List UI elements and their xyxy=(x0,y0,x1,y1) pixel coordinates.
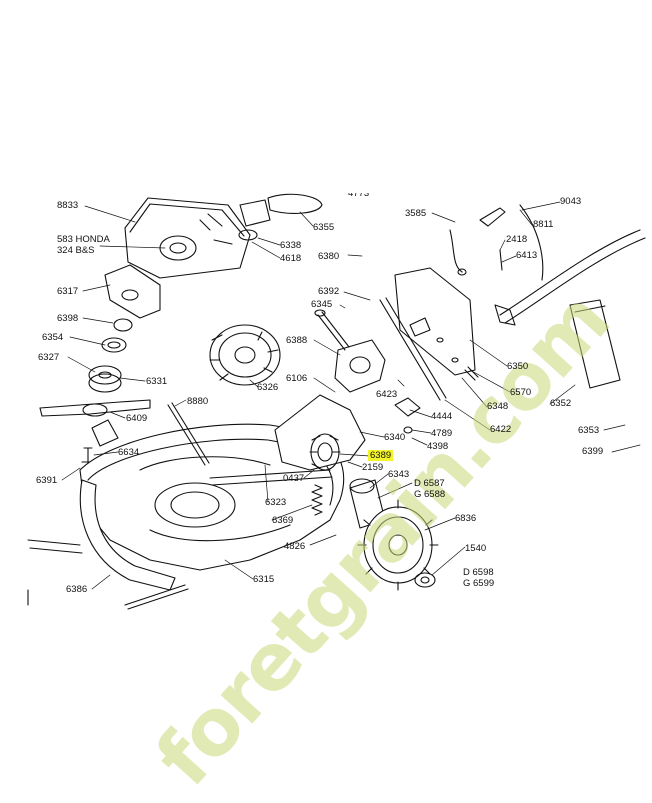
rod-6315-part xyxy=(124,584,189,610)
label-6391: 6391 xyxy=(36,475,58,486)
label-3585: 3585 xyxy=(405,208,427,219)
label-6338: 6338 xyxy=(280,240,302,251)
axle-8880-part xyxy=(167,402,210,466)
label-6106: 6106 xyxy=(286,373,308,384)
label-6369: 6369 xyxy=(272,515,294,526)
label-6317: 6317 xyxy=(57,286,79,297)
label-0437: 0437 xyxy=(283,473,305,484)
label-2418: 2418 xyxy=(506,234,528,245)
ring-6398-part xyxy=(113,318,133,332)
label-6836: 6836 xyxy=(455,513,477,524)
label-6355: 6355 xyxy=(313,222,335,233)
label-6413: 6413 xyxy=(516,250,538,261)
label-6392: 6392 xyxy=(318,286,340,297)
label-d6587: D 6587 xyxy=(414,478,445,489)
label-8880: 8880 xyxy=(187,396,209,407)
rear-flap-6386-part xyxy=(79,479,176,591)
handle-bar-part xyxy=(449,204,646,326)
label-g6588: G 6588 xyxy=(414,489,446,500)
label-4618: 4618 xyxy=(280,253,302,264)
label-2159: 2159 xyxy=(362,462,384,473)
label-6343: 6343 xyxy=(388,469,410,480)
label-6315: 6315 xyxy=(253,574,275,585)
label-6326: 6326 xyxy=(257,382,279,393)
label-4398: 4398 xyxy=(427,441,449,452)
label-6409: 6409 xyxy=(126,413,148,424)
pulley-6338-part xyxy=(238,199,271,241)
drive-assembly-part xyxy=(274,394,366,471)
label-1540: 1540 xyxy=(465,543,487,554)
label-6348: 6348 xyxy=(487,401,509,412)
label-6389-highlighted: 6389 xyxy=(368,450,394,461)
axle-shaft-part xyxy=(209,469,333,486)
label-9043: 9043 xyxy=(560,196,582,207)
label-6422: 6422 xyxy=(490,424,512,435)
side-rod-part xyxy=(27,539,83,554)
label-324-bs: 324 B&S xyxy=(57,245,95,256)
label-6398: 6398 xyxy=(57,313,79,324)
label-6353: 6353 xyxy=(578,425,600,436)
bracket-6317-part xyxy=(104,264,161,319)
deck-plate-part xyxy=(124,197,251,279)
label-6350: 6350 xyxy=(507,361,529,372)
gearbox-6388-part xyxy=(314,309,386,393)
wheel-6836-part xyxy=(357,499,439,591)
label-6570: 6570 xyxy=(510,387,532,398)
label-8833: 8833 xyxy=(57,200,79,211)
mower-deck-housing-part xyxy=(79,423,345,571)
label-6380: 6380 xyxy=(318,251,340,262)
label-6388: 6388 xyxy=(286,335,308,346)
label-6345: 6345 xyxy=(311,299,333,310)
label-4826: 4826 xyxy=(284,541,306,552)
label-4773: 4773 xyxy=(348,188,370,199)
label-g6599: G 6599 xyxy=(463,578,495,589)
grass-bag-frame-part xyxy=(569,299,621,389)
spring-6369-part xyxy=(311,484,323,516)
handle-bracket-part xyxy=(379,267,476,401)
label-6340: 6340 xyxy=(384,432,406,443)
label-6327: 6327 xyxy=(38,352,60,363)
label-8811: 8811 xyxy=(533,219,554,230)
label-4444: 4444 xyxy=(431,411,453,422)
label-d6598: D 6598 xyxy=(463,567,494,578)
label-6634: 6634 xyxy=(118,447,140,458)
bearing-6354-part xyxy=(101,337,127,353)
label-6354: 6354 xyxy=(42,332,64,343)
pulley-6326-part xyxy=(209,324,281,386)
label-6352: 6352 xyxy=(550,398,572,409)
label-6386: 6386 xyxy=(66,584,88,595)
label-6323: 6323 xyxy=(265,497,287,508)
hub-6327-part xyxy=(88,365,122,393)
label-6331: 6331 xyxy=(146,376,168,387)
leader-lines xyxy=(61,201,641,590)
belt-6355-part xyxy=(267,193,323,214)
label-6423: 6423 xyxy=(376,389,398,400)
blade-6409-part xyxy=(39,399,151,447)
wheel-cap-1540-part xyxy=(414,572,436,588)
label-4789: 4789 xyxy=(431,428,453,439)
label-583-honda: 583 HONDA xyxy=(57,234,110,245)
label-6399: 6399 xyxy=(582,446,604,457)
